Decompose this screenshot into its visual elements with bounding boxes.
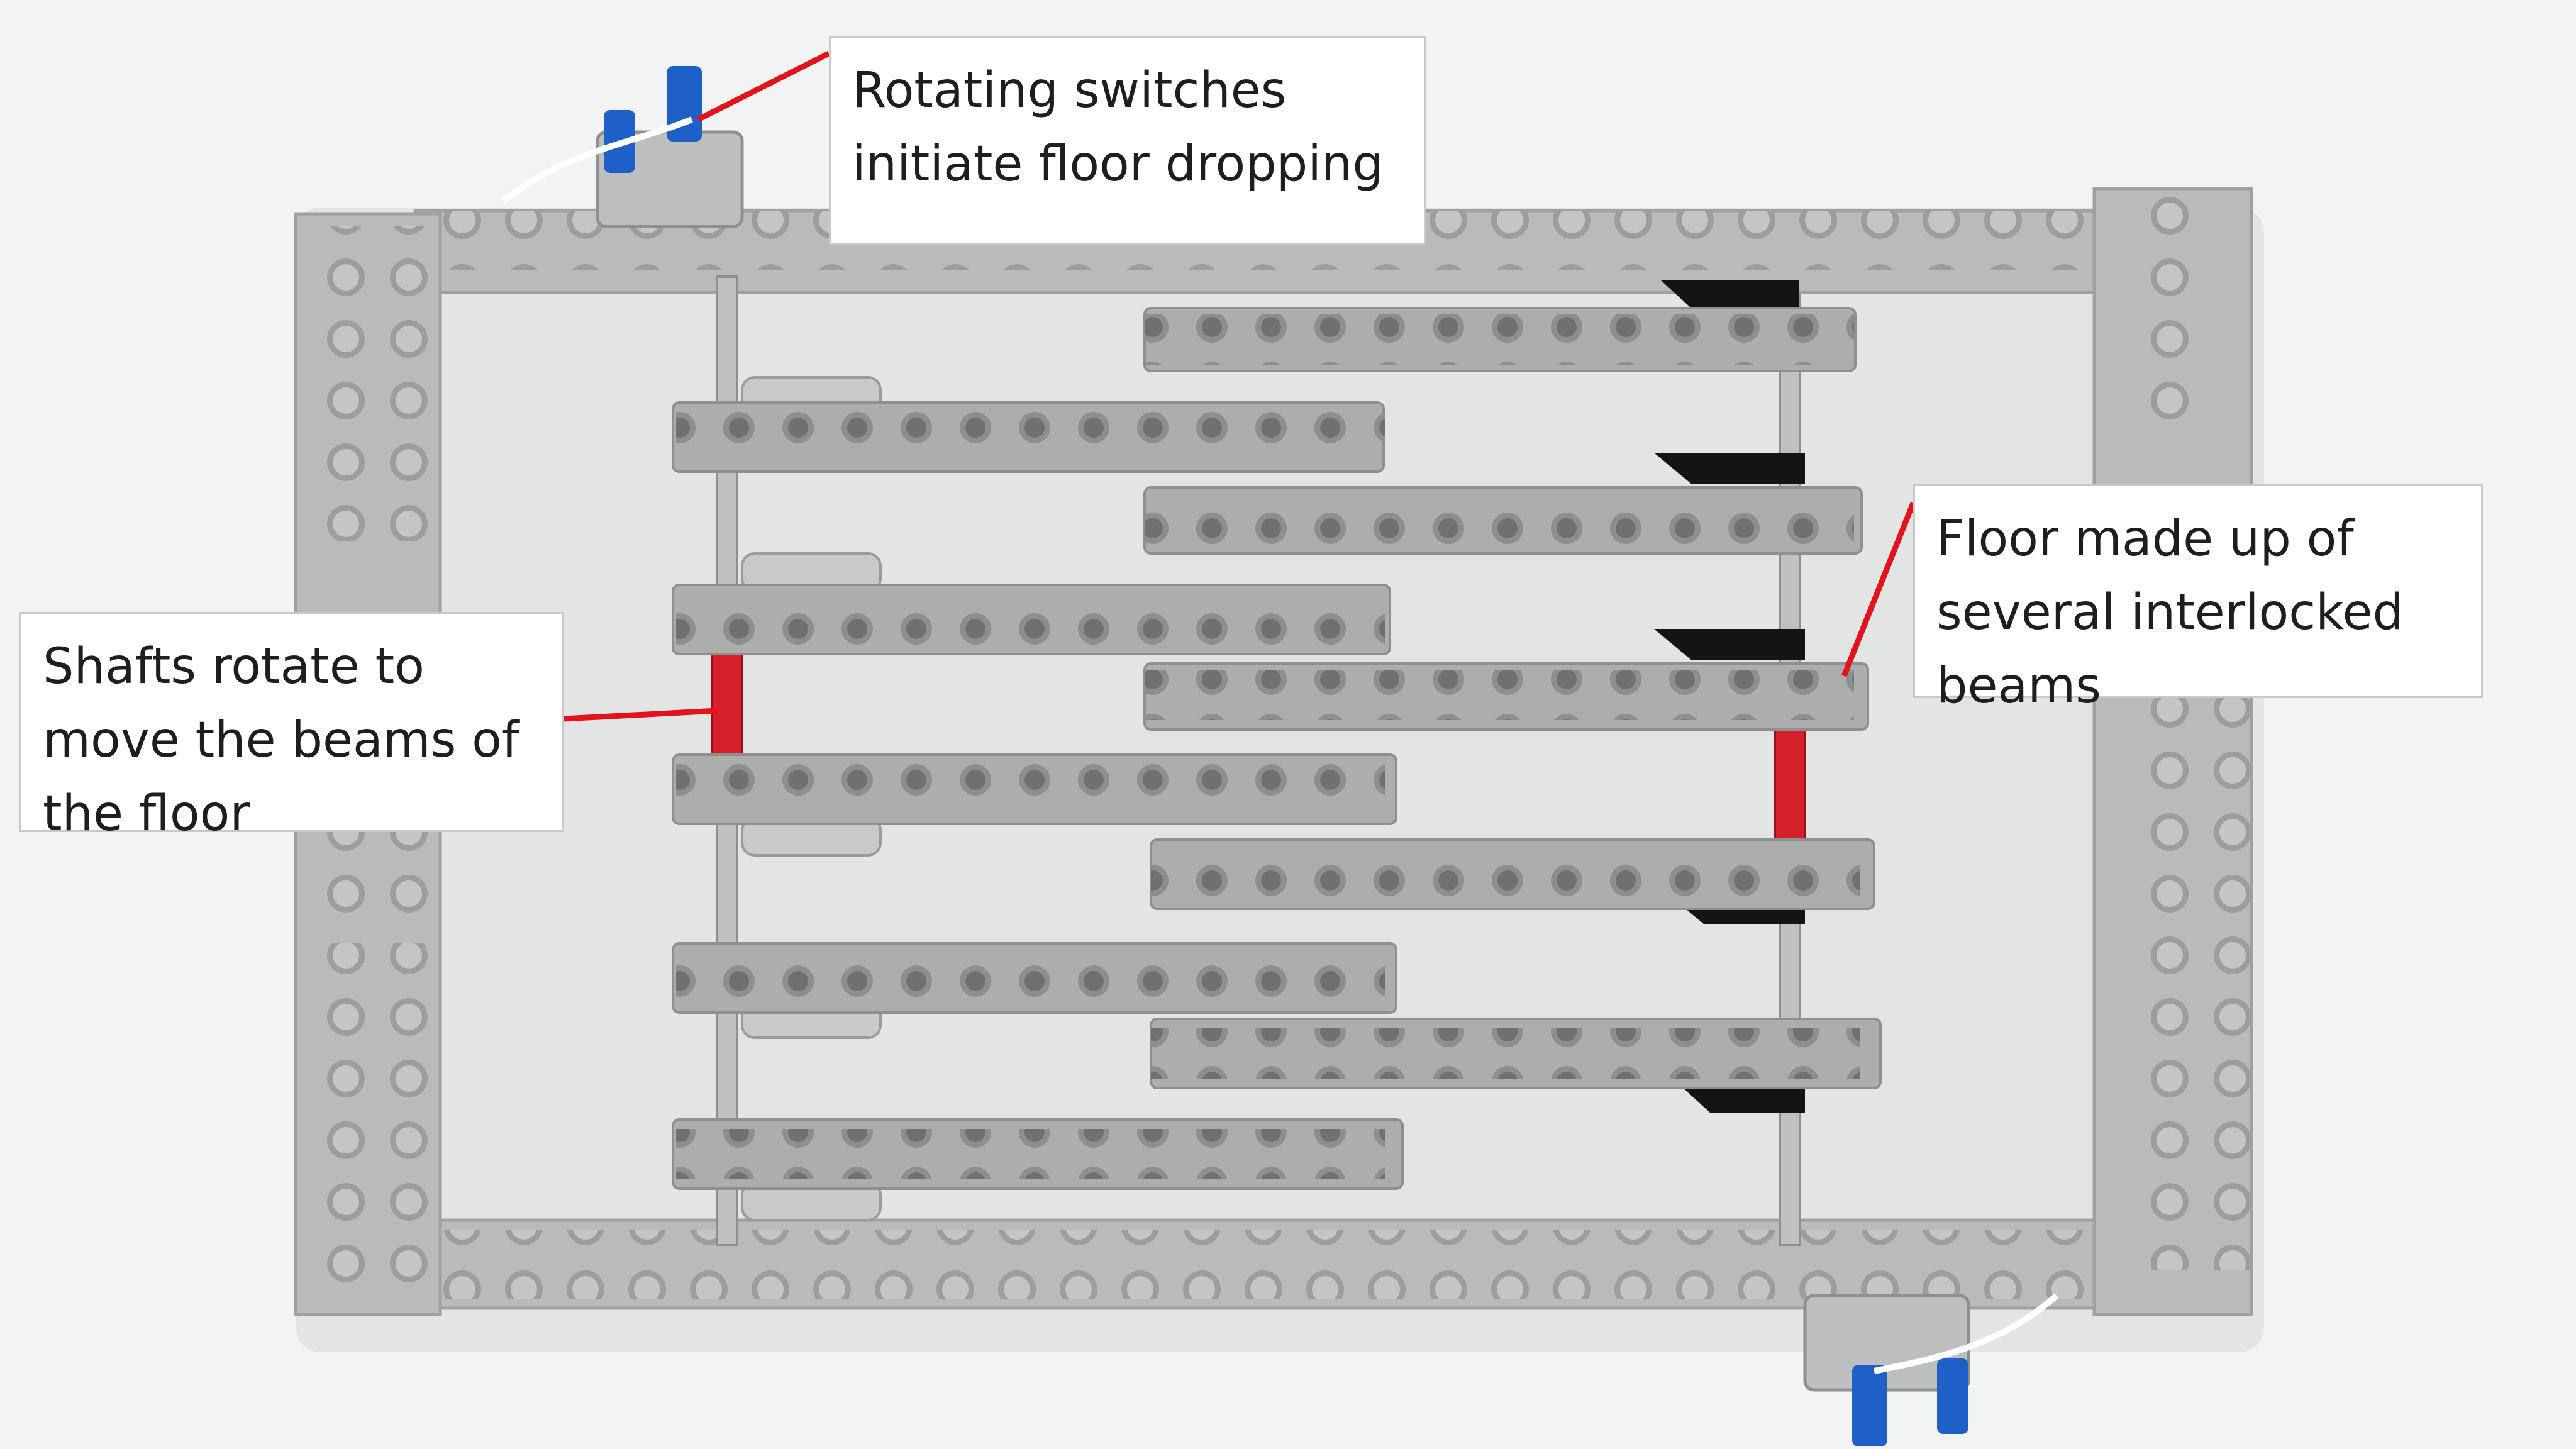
callout-line: Shafts rotate to xyxy=(43,638,425,695)
floor-beam-left-1 xyxy=(672,401,1385,473)
floor-beams xyxy=(672,307,1882,1190)
floor-beam-right-2 xyxy=(1143,486,1863,555)
bottom-rotating-switch xyxy=(1803,1293,2059,1446)
rubber-band xyxy=(501,116,693,204)
callout-rotating-switches: Rotating switches initiate floor droppin… xyxy=(829,36,1426,245)
callout-line: initiate floor dropping xyxy=(852,136,1384,192)
floor-beam-right-3 xyxy=(1143,662,1869,731)
right-red-axle xyxy=(1774,716,1806,844)
callout-line: Rotating switches xyxy=(852,62,1287,119)
black-crank-3 xyxy=(1654,629,1805,660)
callout-floor-beams: Floor made up of several interlocked bea… xyxy=(1913,484,2483,714)
pointer-floor xyxy=(1841,502,1916,677)
floor-beam-left-2 xyxy=(672,584,1391,655)
floor-beam-left-5 xyxy=(672,1118,1404,1190)
floor-beam-right-5 xyxy=(1150,1018,1882,1089)
callout-line: the floor xyxy=(43,786,250,842)
floor-beam-left-4 xyxy=(672,942,1397,1014)
floor-beam-left-3 xyxy=(672,753,1397,825)
floor-beam-right-4 xyxy=(1150,838,1875,910)
floor-beam-right-1 xyxy=(1143,307,1857,372)
black-crank-1 xyxy=(1660,280,1799,314)
callout-line: Floor made up of xyxy=(1936,511,2354,567)
rubber-band xyxy=(1874,1293,2059,1374)
pointer-shafts xyxy=(563,708,718,722)
blue-pin xyxy=(1937,1358,1968,1434)
callout-line: beams xyxy=(1936,658,2101,714)
blue-pin xyxy=(667,66,702,142)
callout-line: several interlocked xyxy=(1936,584,2404,641)
top-rotating-switch xyxy=(501,66,744,228)
pointer-switches xyxy=(696,50,831,123)
callout-line: move the beams of xyxy=(43,712,519,769)
black-crank-2 xyxy=(1654,453,1805,484)
blue-pin xyxy=(1852,1365,1887,1446)
callout-shafts: Shafts rotate to move the beams of the f… xyxy=(19,612,564,842)
